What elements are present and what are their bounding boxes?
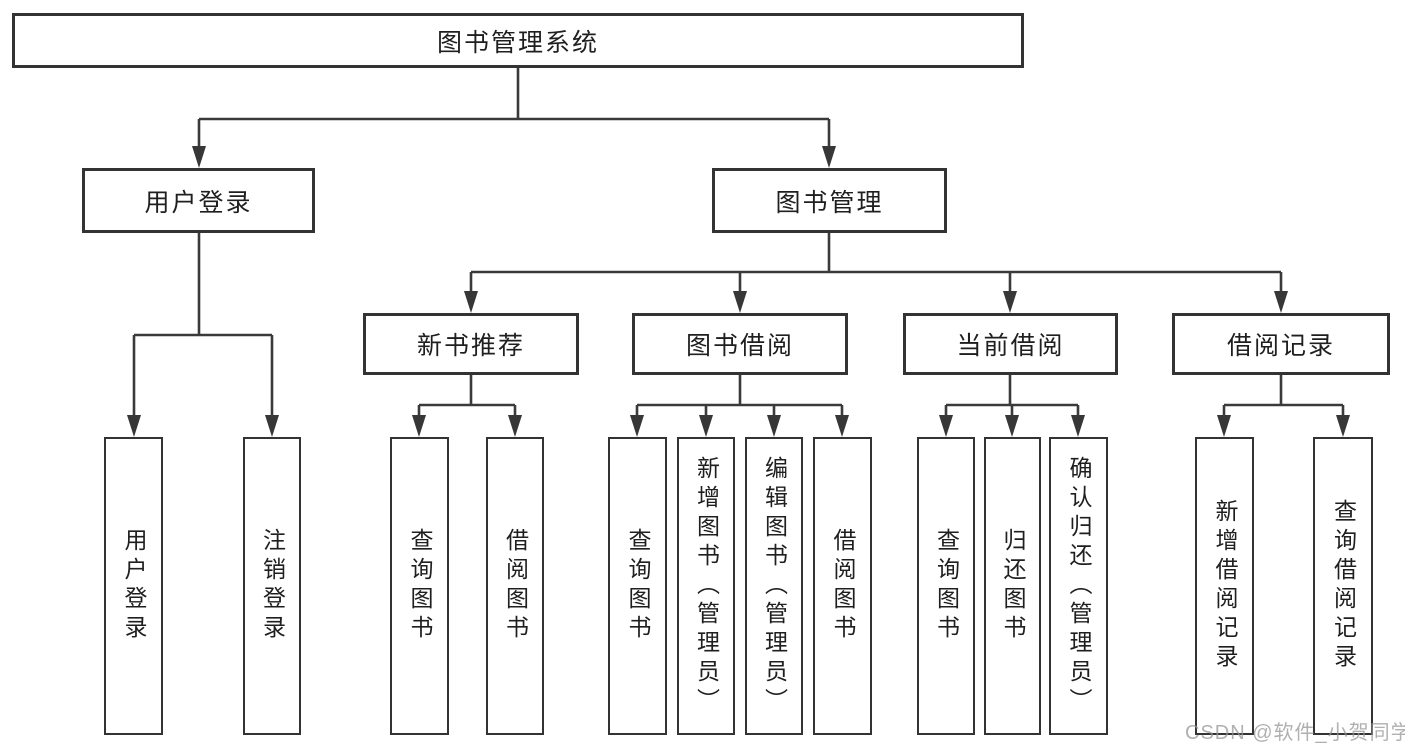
connector-new-book-children: [417, 375, 517, 419]
arrowhead: [822, 146, 836, 168]
leaf-label: 用户登录: [121, 528, 147, 644]
arrowhead: [733, 291, 747, 313]
arrowhead: [464, 291, 478, 313]
leaf-nbr-query-book: 查询图书: [390, 437, 449, 735]
arrowhead: [939, 415, 953, 437]
arrowhead: [835, 415, 849, 437]
arrowhead: [508, 415, 522, 437]
node-user-login: 用户登录: [82, 168, 315, 233]
node-borrow-records: 借阅记录: [1172, 313, 1390, 375]
connector-user-login-children: [132, 232, 274, 419]
node-current-borrow: 当前借阅: [903, 313, 1118, 375]
leaf-cb-return-book: 归还图书: [984, 437, 1041, 735]
leaf-cb-query-book: 查询图书: [917, 437, 975, 735]
arrowhead: [265, 415, 279, 437]
watermark: CSDN @软件_小贺同学: [1185, 722, 1405, 744]
connector-root-to-level2: [197, 68, 831, 150]
arrowhead: [1336, 415, 1350, 437]
arrowhead: [1274, 291, 1288, 313]
node-label: 图书管理: [775, 188, 884, 217]
arrowhead: [1071, 415, 1085, 437]
arrowhead: [192, 146, 206, 168]
arrowhead: [1217, 415, 1231, 437]
leaf-cb-confirm-return-admin: 确认归还（管理员）: [1049, 437, 1108, 735]
leaf-label: 借阅图书: [502, 528, 529, 644]
leaf-bb-add-book-admin: 新增图书（管理员）: [677, 437, 735, 735]
arrowhead: [127, 415, 141, 437]
node-label: 图书借阅: [685, 332, 794, 360]
leaf-label: 编辑图书（管理员）: [761, 455, 788, 717]
leaf-label: 借阅图书: [830, 528, 856, 644]
leaf-label: 新增借阅记录: [1212, 499, 1238, 673]
leaf-br-add-borrow-record: 新增借阅记录: [1195, 437, 1254, 735]
arrowhead: [630, 415, 644, 437]
node-label: 借阅记录: [1226, 332, 1335, 360]
leaf-label: 查询图书: [933, 528, 960, 644]
leaf-bb-edit-book-admin: 编辑图书（管理员）: [745, 437, 803, 735]
leaf-bb-query-book: 查询图书: [608, 437, 667, 735]
leaf-label: 归还图书: [1000, 528, 1026, 644]
leaf-label: 确认归还（管理员）: [1066, 455, 1092, 717]
node-label: 图书管理系统: [436, 28, 599, 57]
node-new-book-recommend: 新书推荐: [363, 313, 579, 375]
arrowhead: [1003, 291, 1017, 313]
arrowhead: [699, 415, 713, 437]
leaf-user-login: 用户登录: [104, 437, 163, 735]
node-label: 新书推荐: [416, 332, 525, 360]
leaf-label: 查询图书: [625, 528, 651, 644]
leaf-br-query-borrow-record: 查询借阅记录: [1313, 437, 1373, 735]
connector-book-mgmt-children: [469, 233, 1283, 295]
node-book-borrow: 图书借阅: [632, 313, 848, 375]
node-label: 用户登录: [144, 188, 253, 217]
node-root: 图书管理系统: [12, 13, 1024, 68]
leaf-label: 新增图书（管理员）: [693, 455, 720, 717]
leaf-label: 查询图书: [407, 528, 433, 644]
connector-borrow-record-children: [1222, 375, 1345, 419]
leaf-label: 注销登录: [259, 528, 286, 644]
node-book-management: 图书管理: [712, 168, 947, 233]
leaf-label: 查询借阅记录: [1330, 499, 1357, 673]
leaf-bb-borrow-book: 借阅图书: [813, 437, 872, 735]
leaf-logout-login: 注销登录: [243, 437, 301, 735]
leaf-nbr-borrow-book: 借阅图书: [486, 437, 544, 735]
arrowhead: [767, 415, 781, 437]
arrowhead: [412, 415, 426, 437]
connector-current-borrow-children: [944, 375, 1080, 419]
connector-book-borrow-children: [635, 375, 844, 419]
node-label: 当前借阅: [956, 332, 1065, 360]
arrowhead: [1005, 415, 1019, 437]
